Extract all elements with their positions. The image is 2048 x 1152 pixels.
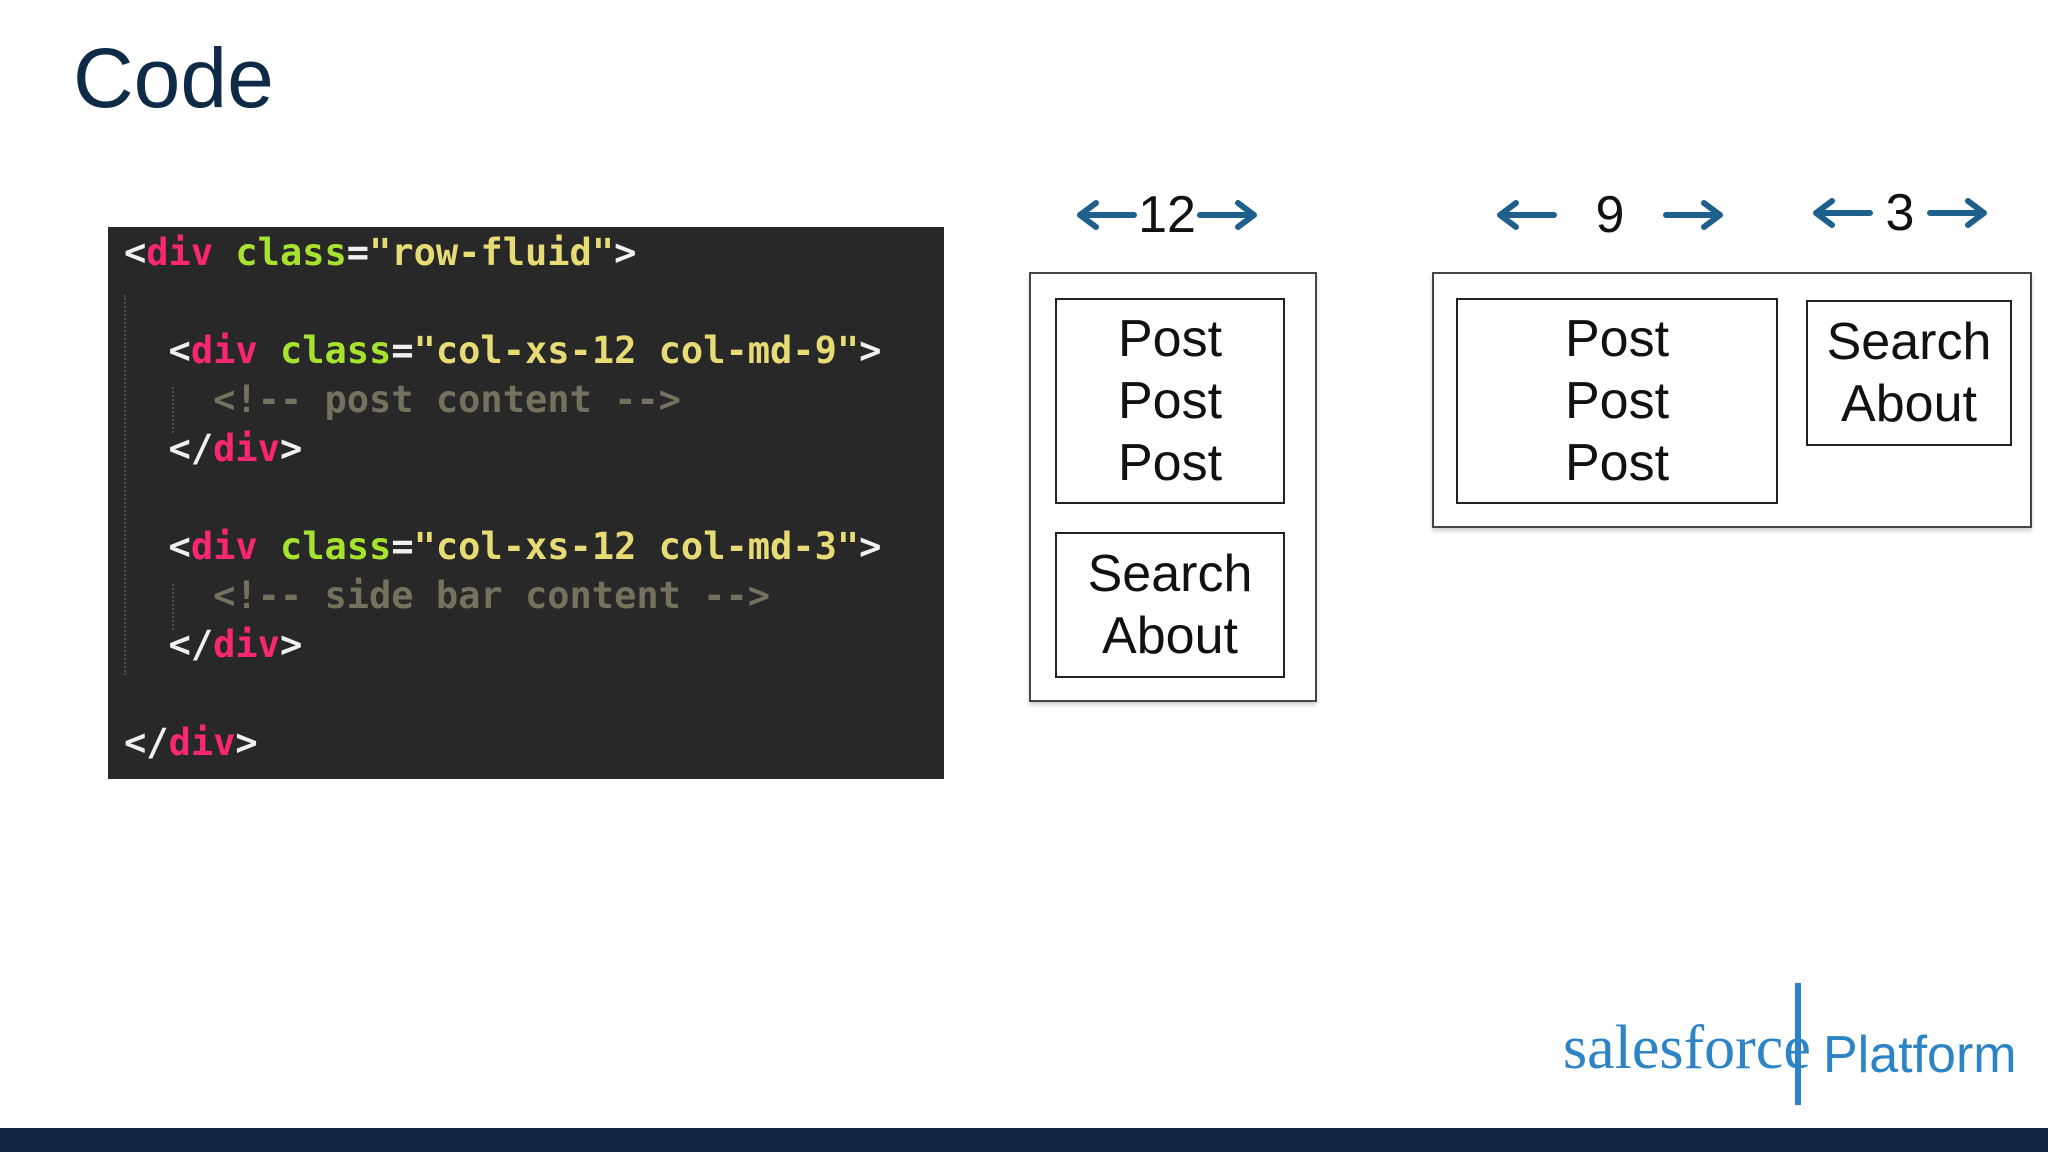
code-token-punc: > bbox=[859, 329, 882, 372]
code-line: <div class="col-xs-12 col-md-9"> bbox=[124, 325, 882, 377]
code-token-punc: = bbox=[391, 525, 414, 568]
width-indicator-3: 3 bbox=[1795, 178, 2005, 248]
code-token-attr: class bbox=[279, 525, 392, 568]
code-token-tag: div bbox=[213, 623, 280, 666]
salesforce-platform-logo: salesforce Platform bbox=[1555, 975, 2017, 1110]
small-screen-layout-frame: Post Post Post Search About bbox=[1029, 272, 1317, 702]
indent-guide bbox=[172, 584, 174, 630]
code-token-str: "col-xs-12 col-md-9" bbox=[413, 329, 860, 372]
code-token-comment: <!-- side bar content --> bbox=[124, 574, 771, 617]
indent-guide bbox=[124, 295, 126, 675]
code-token-punc: < bbox=[124, 525, 191, 568]
code-token-attr: class bbox=[235, 231, 347, 274]
about-text: About bbox=[1841, 375, 1977, 433]
code-token-punc bbox=[258, 329, 280, 372]
code-snippet-panel: <div class="row-fluid"> <div class="col-… bbox=[108, 227, 944, 779]
code-token-punc: </ bbox=[124, 427, 214, 470]
code-token-punc: > bbox=[279, 427, 303, 470]
code-token-punc: = bbox=[391, 329, 414, 372]
post-content-cell: Post Post Post bbox=[1456, 298, 1778, 504]
code-token-tag: div bbox=[168, 721, 236, 764]
width-indicator-12: 12 bbox=[1062, 180, 1272, 250]
code-token-punc bbox=[213, 231, 235, 274]
post-text: Post bbox=[1117, 310, 1223, 368]
code-line: <!-- side bar content --> bbox=[124, 570, 770, 622]
post-text: Post bbox=[1564, 310, 1670, 368]
post-text: Post bbox=[1117, 434, 1223, 492]
column-count-label: 9 bbox=[1595, 186, 1625, 244]
code-token-punc: > bbox=[614, 231, 637, 274]
width-indicator-9: 9 bbox=[1490, 180, 1730, 250]
code-token-punc: </ bbox=[124, 623, 214, 666]
about-text: About bbox=[1102, 607, 1238, 665]
column-count-label: 3 bbox=[1885, 184, 1915, 242]
code-token-tag: div bbox=[213, 427, 280, 470]
arrow-right-icon bbox=[1196, 195, 1260, 235]
wide-screen-layout-frame: Post Post Post Search About bbox=[1432, 272, 2032, 528]
code-token-attr: class bbox=[279, 329, 392, 372]
code-line: </div> bbox=[124, 423, 303, 475]
post-text: Post bbox=[1117, 372, 1223, 430]
post-text: Post bbox=[1564, 372, 1670, 430]
post-content-cell: Post Post Post bbox=[1055, 298, 1285, 504]
code-token-comment: <!-- post content --> bbox=[124, 378, 681, 421]
column-count-label: 12 bbox=[1138, 186, 1196, 244]
sidebar-content-cell: Search About bbox=[1055, 532, 1285, 678]
code-token-punc: </ bbox=[124, 721, 169, 764]
code-line: <!-- post content --> bbox=[124, 374, 681, 426]
code-token-punc: > bbox=[235, 721, 258, 764]
arrow-right-icon bbox=[1662, 195, 1726, 235]
indent-guide bbox=[172, 387, 174, 433]
code-token-punc: < bbox=[124, 329, 191, 372]
search-text: Search bbox=[1826, 313, 1992, 371]
code-token-str: "row-fluid" bbox=[369, 231, 615, 274]
sidebar-content-cell: Search About bbox=[1806, 300, 2012, 446]
arrow-left-icon bbox=[1494, 195, 1558, 235]
salesforce-wordmark: salesforce bbox=[1563, 1014, 1811, 1082]
arrow-left-icon bbox=[1810, 193, 1874, 233]
arrow-left-icon bbox=[1074, 195, 1138, 235]
code-token-tag: div bbox=[146, 231, 214, 274]
code-token-punc: > bbox=[279, 623, 303, 666]
post-text: Post bbox=[1564, 434, 1670, 492]
code-line: <div class="row-fluid"> bbox=[124, 227, 636, 279]
code-line: </div> bbox=[124, 619, 303, 671]
code-line: <div class="col-xs-12 col-md-3"> bbox=[124, 521, 882, 573]
code-token-tag: div bbox=[190, 525, 258, 568]
code-token-punc bbox=[258, 525, 280, 568]
platform-wordmark: Platform bbox=[1823, 1026, 2017, 1084]
search-text: Search bbox=[1087, 545, 1253, 603]
code-token-str: "col-xs-12 col-md-3" bbox=[413, 525, 860, 568]
slide-title: Code bbox=[73, 31, 274, 125]
footer-bar bbox=[0, 1128, 2048, 1152]
logo-divider bbox=[1795, 983, 1801, 1105]
code-line: </div> bbox=[124, 717, 258, 769]
code-token-tag: div bbox=[190, 329, 258, 372]
code-token-punc: > bbox=[859, 525, 882, 568]
code-token-punc: < bbox=[124, 231, 147, 274]
code-token-punc: = bbox=[346, 231, 370, 274]
arrow-right-icon bbox=[1926, 193, 1990, 233]
